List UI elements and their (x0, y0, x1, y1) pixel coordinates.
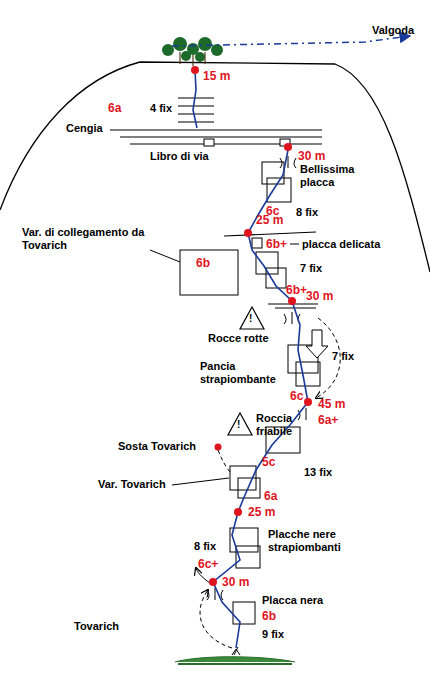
grade-label: 6a+ (318, 414, 338, 428)
route-note: 13 fix (304, 466, 332, 479)
route-note: 8 fix (296, 206, 318, 219)
route-note: 9 fix (262, 628, 284, 641)
grade-label: 6b (262, 610, 276, 624)
route-note: ! (237, 419, 240, 431)
route-note: Rocce rotte (208, 332, 269, 345)
route-note: Placca nera (262, 594, 323, 607)
route-note: placca delicata (302, 238, 380, 251)
grade-label: 6b+ (266, 238, 287, 252)
route-note: Libro di via (150, 150, 209, 163)
grade-label: 30 m (222, 576, 249, 590)
grade-label: 25 m (256, 214, 283, 228)
route-note: 4 fix (150, 102, 172, 115)
grade-label: 6a (264, 490, 277, 504)
route-note: Roccia friabile (256, 412, 316, 437)
grade-label: 45 m (318, 398, 345, 412)
route-note: Pancia strapiombante (200, 360, 286, 385)
grade-label: 6c (290, 390, 303, 404)
route-note: Var. Tovarich (98, 478, 166, 491)
route-note: Bellissima placca (300, 163, 372, 188)
route-note: Cengia (66, 122, 103, 135)
grade-label: 6c+ (198, 558, 218, 572)
grade-label: 30 m (306, 290, 333, 304)
route-note: Valgoda (372, 24, 414, 37)
grade-label: 5c (262, 456, 275, 470)
grade-label: 15 m (203, 70, 230, 84)
grade-label: 25 m (248, 506, 275, 520)
route-note: 8 fix (194, 540, 216, 553)
grade-label: 6b+ (286, 284, 307, 298)
route-note: 7 fix (300, 262, 322, 275)
grade-label: 30 m (298, 150, 325, 164)
grade-label: 6a (108, 102, 121, 116)
grade-label: 6b (196, 257, 210, 271)
route-note: Tovarich (74, 620, 119, 633)
route-note: Placche nere strapiombanti (268, 528, 360, 553)
route-note: Sosta Tovarich (118, 440, 196, 453)
route-note: 7 fix (332, 350, 354, 363)
route-note: Var. di collegamento da Tovarich (22, 226, 154, 251)
route-note: ! (249, 313, 252, 325)
